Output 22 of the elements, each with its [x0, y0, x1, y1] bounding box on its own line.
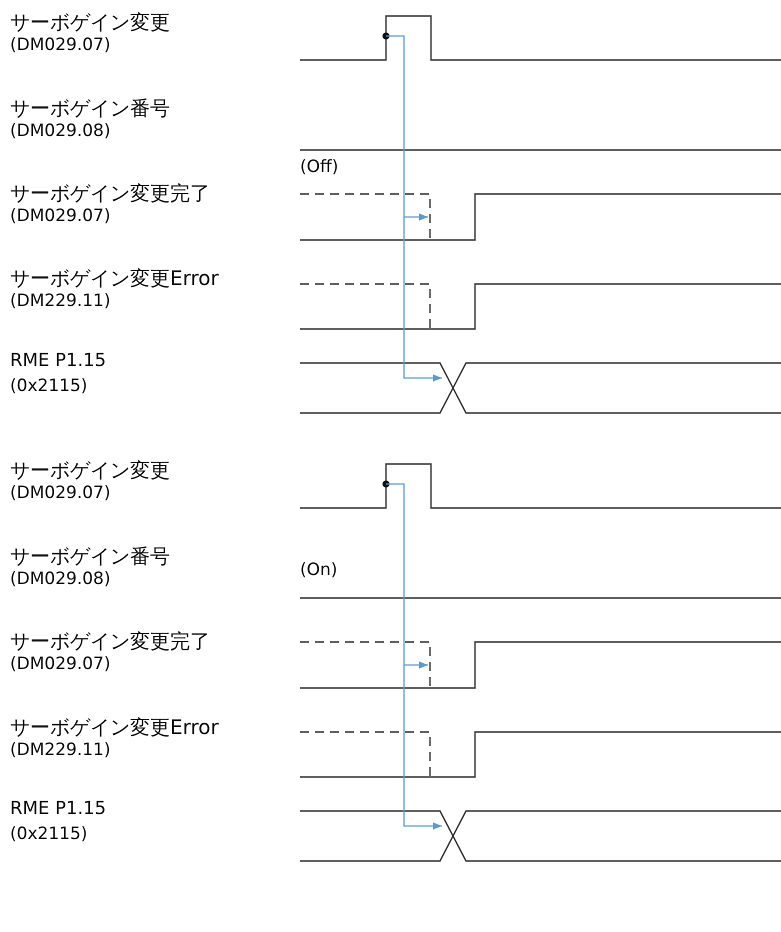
- signal-name: RME P1.15: [10, 798, 106, 820]
- state-label: (On): [300, 560, 338, 580]
- signal-name: サーボゲイン番号: [10, 96, 170, 120]
- signal-name: サーボゲイン変更Error: [10, 266, 219, 290]
- signal-name: サーボゲイン変更Error: [10, 715, 219, 739]
- signal-address: (DM029.07): [10, 35, 111, 56]
- signal-address: (DM029.07): [10, 654, 111, 674]
- signal-address: (DM229.11): [10, 291, 111, 312]
- signal-address: (DM029.07): [10, 483, 111, 504]
- signal-address: (0x2115): [10, 376, 88, 396]
- signal-name: サーボゲイン変更完了: [10, 181, 210, 205]
- signal-name: サーボゲイン番号: [10, 544, 170, 568]
- state-label: (Off): [300, 157, 338, 178]
- signal-name: サーボゲイン変更完了: [10, 629, 210, 653]
- signal-address: (DM029.07): [10, 206, 111, 226]
- signal-name: サーボゲイン変更: [10, 10, 170, 34]
- signal-address: (DM029.08): [10, 121, 111, 142]
- signal-name: RME P1.15: [10, 350, 106, 372]
- signal-address: (DM229.11): [10, 740, 111, 760]
- signal-name: サーボゲイン変更: [10, 458, 170, 482]
- signal-address: (DM029.08): [10, 569, 111, 590]
- signal-address: (0x2115): [10, 824, 88, 844]
